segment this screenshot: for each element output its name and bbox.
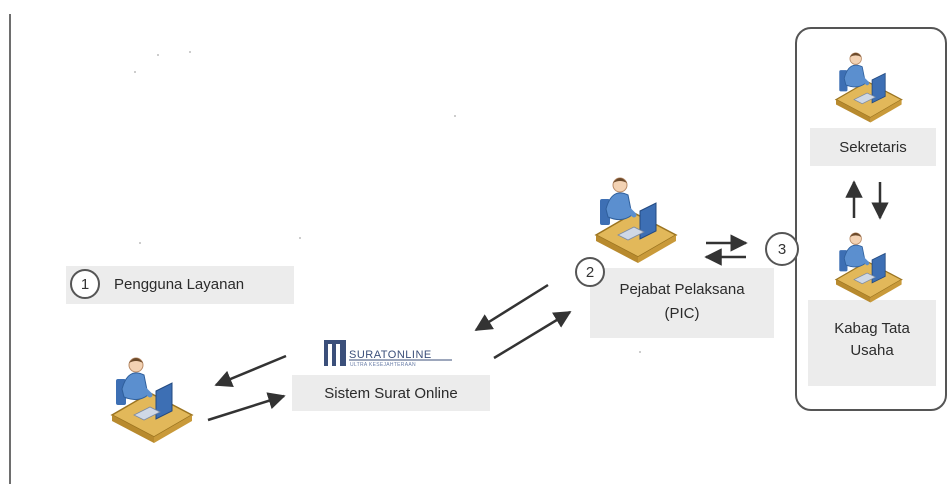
step-2-marker: 2: [575, 257, 605, 287]
secretary-label-box: Sekretaris: [810, 128, 936, 166]
system-label: Sistem Surat Online: [324, 384, 458, 402]
arrow-system-to-user: [214, 354, 287, 388]
step-3-marker: 3: [765, 232, 799, 266]
user-label-box: 1 Pengguna Layanan: [66, 266, 294, 304]
secretary-computer-icon: [836, 53, 902, 123]
user-computer-icon: [112, 358, 192, 443]
step-1-number: 1: [80, 275, 90, 293]
officer-label-line1: Pejabat Pelaksana: [619, 281, 745, 298]
officer-computer-icon: [596, 178, 676, 263]
step-2-number: 2: [585, 263, 595, 281]
officer-label-box: Pejabat Pelaksana (PIC): [590, 268, 774, 338]
head-label-line2: Usaha: [850, 342, 894, 359]
surat-online-logo: [324, 340, 452, 366]
scan-specks: [134, 51, 641, 353]
logo-wordmark: SURATONLINE: [349, 349, 432, 361]
user-label: Pengguna Layanan: [114, 276, 245, 293]
secretary-label: Sekretaris: [839, 138, 907, 156]
arrow-system-to-officer: [493, 310, 572, 360]
left-border-line: [9, 14, 11, 484]
arrow-user-to-system: [207, 392, 286, 422]
step-1-marker: 1: [70, 269, 100, 299]
system-label-box: Sistem Surat Online: [292, 375, 490, 411]
step-3-number: 3: [777, 240, 787, 258]
head-label-box: Kabag Tata Usaha: [808, 300, 936, 386]
arrow-officer-to-system: [474, 283, 549, 332]
head-label-line1: Kabag Tata: [834, 320, 910, 337]
officer-label-line2: (PIC): [664, 305, 700, 322]
logo-tagline: ULTRA KESEJAHTERAAN: [350, 362, 416, 368]
head-computer-icon: [836, 233, 902, 303]
